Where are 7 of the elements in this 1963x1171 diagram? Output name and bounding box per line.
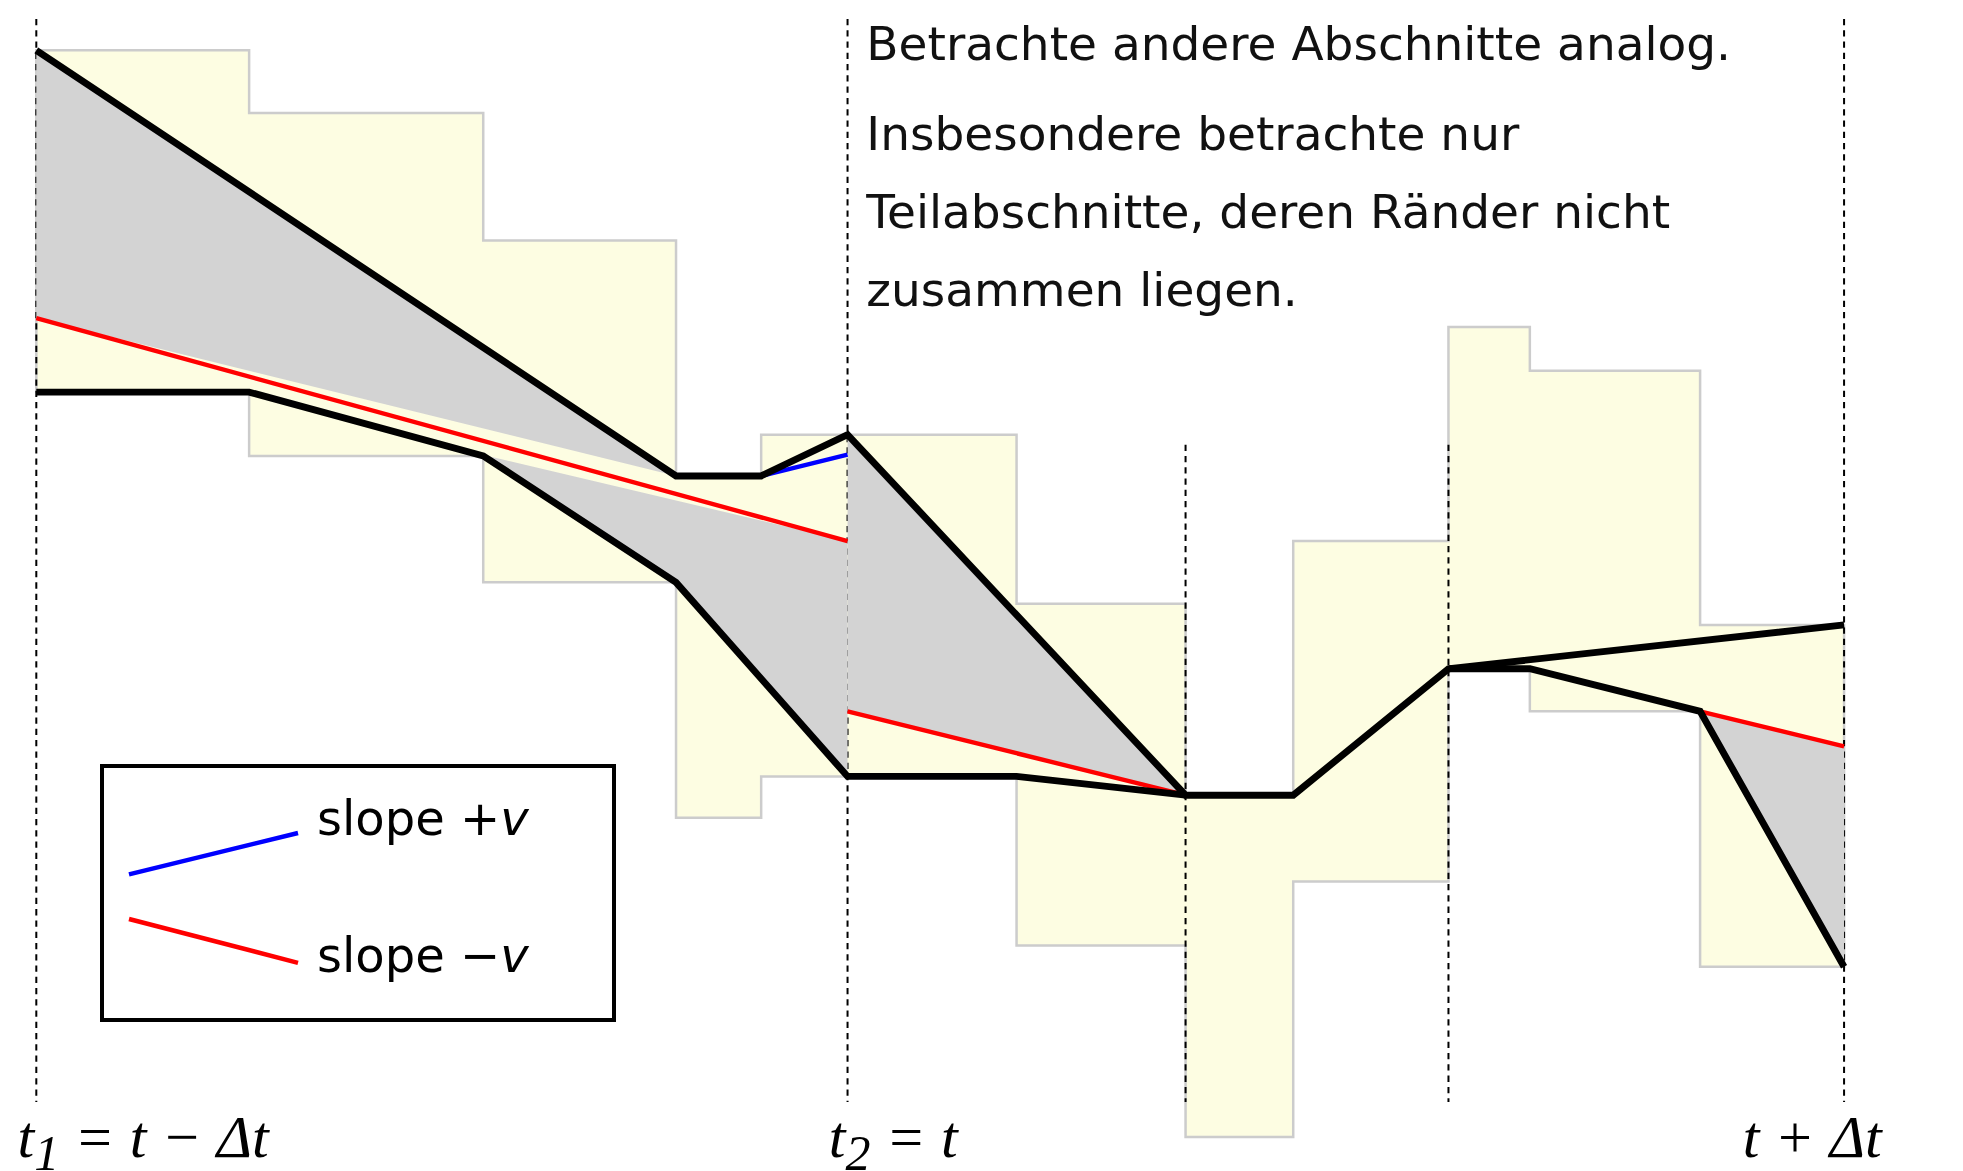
note-text: Betrachte andere Abschnitte analog. <box>866 15 1733 73</box>
time-label: t$_{1}$ = t − Δt <box>17 1102 269 1171</box>
legend-label: slope +v <box>316 788 529 848</box>
time-label: t + Δt <box>1742 1102 1882 1171</box>
time-label: t$_{2}$ = t <box>828 1102 958 1171</box>
note-text: Insbesondere betrachte nur Teilabschnitte, deren Ränder nicht zusammen liegen. <box>866 105 1672 320</box>
legend-label: slope −v <box>316 926 529 986</box>
